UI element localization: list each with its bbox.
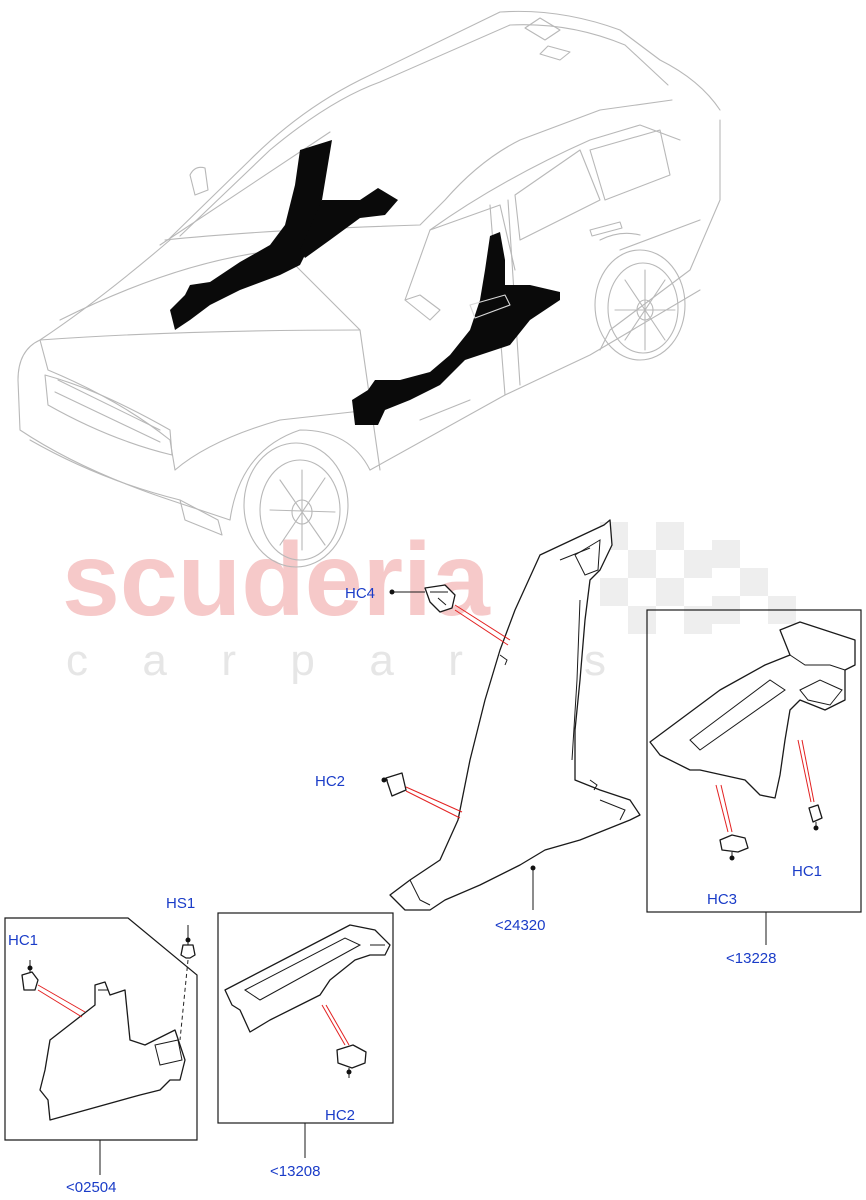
hc4-clip <box>389 584 456 613</box>
callout-ref-24320: <24320 <box>495 917 545 934</box>
vehicle-outline <box>17 10 721 568</box>
callout-ref-13228: <13228 <box>726 950 776 967</box>
checkered-flag-watermark <box>600 522 796 634</box>
cowl-trim-highlight <box>300 188 398 258</box>
callout-hc1-left: HC1 <box>8 932 38 949</box>
watermark-brand: scuderia <box>62 522 491 638</box>
leader-lines-main <box>405 604 536 910</box>
watermark: scuderia c a r p a r t s <box>62 522 796 685</box>
callout-hc1-right: HC1 <box>792 863 822 880</box>
callout-ref-13208: <13208 <box>270 1163 320 1180</box>
a-pillar-trim-highlight <box>170 140 332 330</box>
callout-hc2-upper: HC2 <box>315 773 345 790</box>
callout-hc4: HC4 <box>345 585 375 602</box>
b-pillar-trim-part <box>389 519 641 911</box>
callout-hs1: HS1 <box>166 895 195 912</box>
detail-box-02504 <box>4 917 198 1175</box>
detail-box-13228 <box>646 609 862 945</box>
detail-box-13208 <box>217 912 394 1158</box>
hc2-clip-upper <box>381 772 407 797</box>
callout-ref-02504: <02504 <box>66 1179 116 1196</box>
callout-hc3: HC3 <box>707 891 737 908</box>
callout-hc2-lower: HC2 <box>325 1107 355 1124</box>
highlighted-trim-areas <box>170 140 560 425</box>
b-pillar-trim-highlight <box>352 232 560 425</box>
